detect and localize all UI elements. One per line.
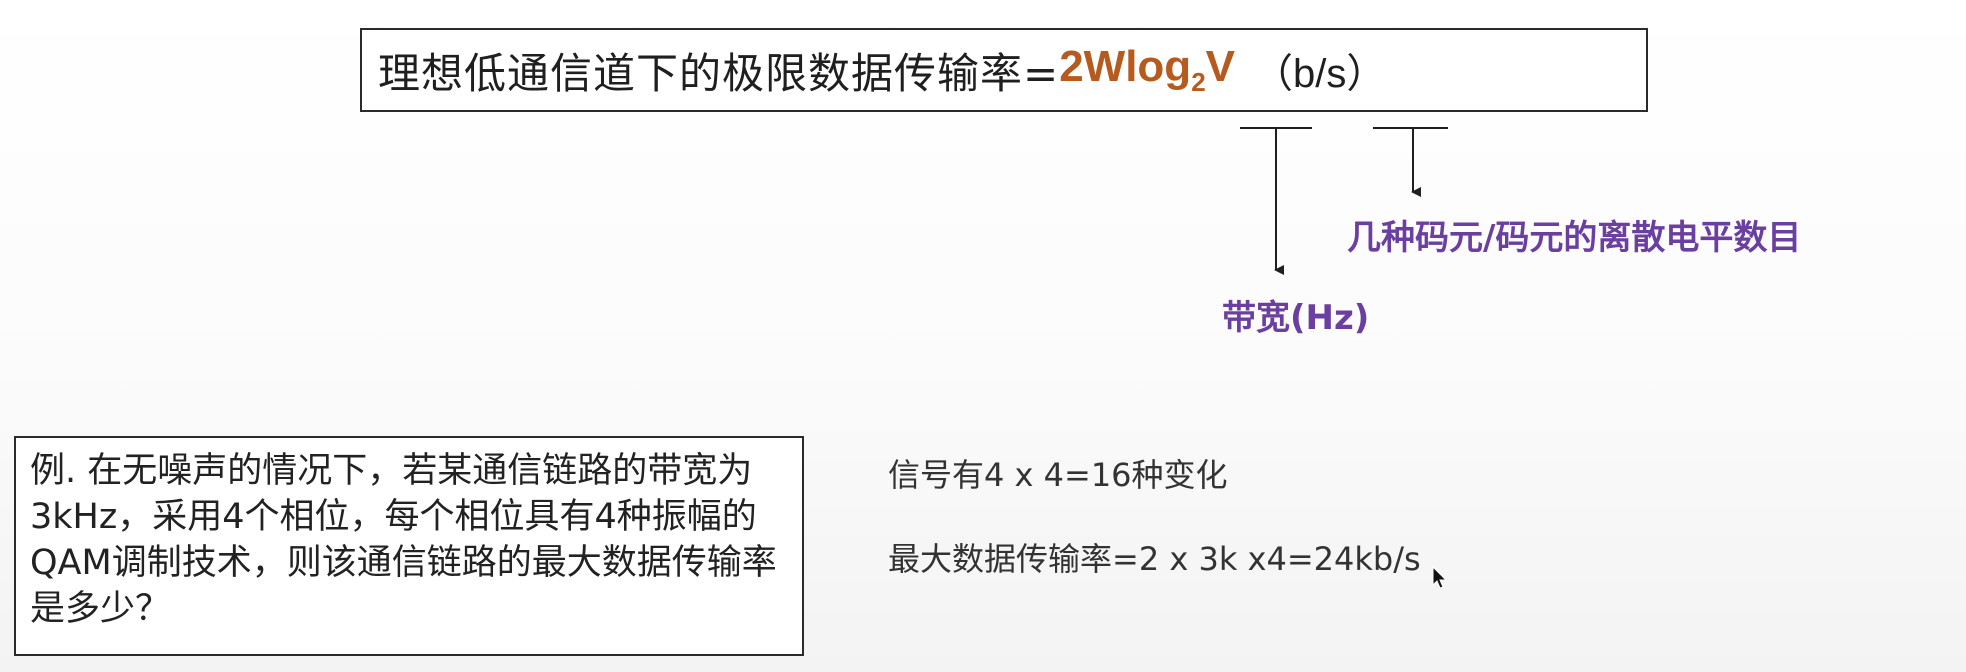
formula-expression: 2Wlog2V [1059, 42, 1235, 98]
example-question: 例. 在无噪声的情况下，若某通信链路的带宽为3kHz，采用4个相位，每个相位具有… [30, 451, 777, 629]
bandwidth-label: 带宽(Hz) [1222, 298, 1370, 338]
solution-line-rate: 最大数据传输率=2 x 3k x4=24kb/s [888, 540, 1421, 578]
formula-unit: （b/s） [1253, 52, 1387, 96]
formula-text: 理想低通信道下的极限数据传输率= [378, 48, 1060, 98]
formula-log-base: 2 [1191, 67, 1206, 97]
solution-line-signals: 信号有4 x 4=16种变化 [888, 456, 1228, 494]
formula-box: 理想低通信道下的极限数据传输率= 2Wlog2V （b/s） [360, 28, 1648, 112]
formula-expression-tail: V [1205, 42, 1236, 91]
solution: 信号有4 x 4=16种变化 最大数据传输率=2 x 3k x4=24kb/s [888, 450, 1421, 618]
mouse-pointer-icon [1432, 566, 1448, 589]
levels-label: 几种码元/码元的离散电平数目 [1347, 218, 1802, 258]
example-box: 例. 在无噪声的情况下，若某通信链路的带宽为3kHz，采用4个相位，每个相位具有… [14, 436, 804, 656]
formula-expression-main: 2Wlog [1059, 42, 1192, 91]
